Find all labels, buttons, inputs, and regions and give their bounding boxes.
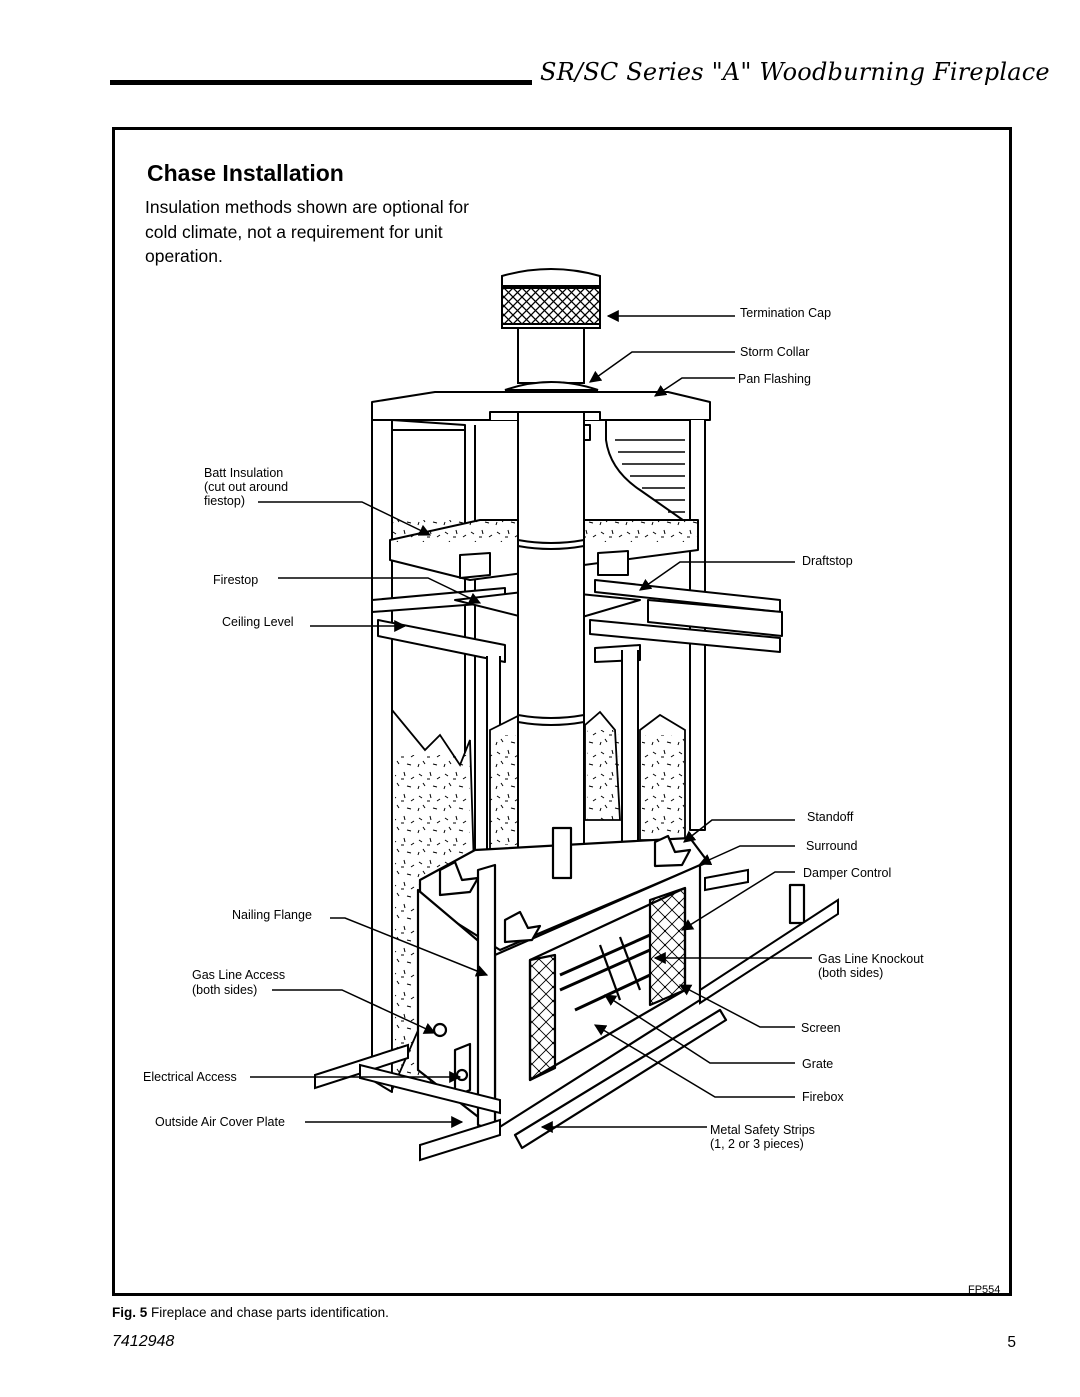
page-number: 5: [1007, 1334, 1016, 1351]
label-grate: Grate: [802, 1057, 833, 1071]
label-nailing-flange: Nailing Flange: [232, 908, 312, 922]
label-firebox: Firebox: [802, 1090, 844, 1104]
label-storm-collar: Storm Collar: [740, 345, 809, 359]
figure-caption-text: Fireplace and chase parts identification…: [151, 1305, 389, 1320]
label-screen: Screen: [801, 1021, 841, 1035]
chase-framing: [371, 391, 783, 1093]
label-gas-line-knockout-line2: (both sides): [818, 966, 883, 980]
label-gas-line-access-line2: (both sides): [192, 983, 257, 997]
figure-code: FP554: [968, 1284, 1001, 1296]
label-batt-insulation: Batt Insulation: [204, 466, 283, 480]
label-standoff: Standoff: [807, 810, 854, 824]
label-firestop: Firestop: [213, 573, 258, 587]
intro-text: Insulation methods shown are optional fo…: [145, 197, 469, 266]
figure-caption: Fig. 5 Fireplace and chase parts identif…: [112, 1305, 389, 1320]
termination-cap: [501, 268, 601, 329]
label-termination-cap: Termination Cap: [740, 306, 831, 320]
label-outside-air-cover-plate: Outside Air Cover Plate: [155, 1115, 285, 1129]
label-batt-insulation-line3: fiestop): [204, 494, 245, 508]
label-surround: Surround: [806, 839, 857, 853]
label-gas-line-knockout: Gas Line Knockout: [818, 952, 924, 966]
section-title: Chase Installation: [147, 160, 344, 186]
firebox-unit: [416, 826, 806, 1150]
label-metal-safety-strips: Metal Safety Strips: [710, 1123, 815, 1137]
figure-frame: [112, 127, 1012, 1296]
label-gas-line-access: Gas Line Access: [192, 968, 285, 982]
figure-number: Fig. 5: [112, 1305, 148, 1320]
header-rule: [110, 80, 532, 85]
label-batt-insulation-line2: (cut out around: [204, 480, 288, 494]
document-number: 7412948: [112, 1333, 175, 1350]
label-damper-control: Damper Control: [803, 866, 891, 880]
label-electrical-access: Electrical Access: [143, 1070, 237, 1084]
leader-lines: [250, 310, 812, 1133]
document-title: SR/SC Series "A" Woodburning Fireplace: [540, 58, 1050, 86]
label-metal-safety-strips-line2: (1, 2 or 3 pieces): [710, 1137, 804, 1151]
label-pan-flashing: Pan Flashing: [738, 372, 811, 386]
chimney-pipe: [504, 324, 599, 868]
label-draftstop: Draftstop: [802, 554, 853, 568]
label-ceiling-level: Ceiling Level: [222, 615, 294, 629]
